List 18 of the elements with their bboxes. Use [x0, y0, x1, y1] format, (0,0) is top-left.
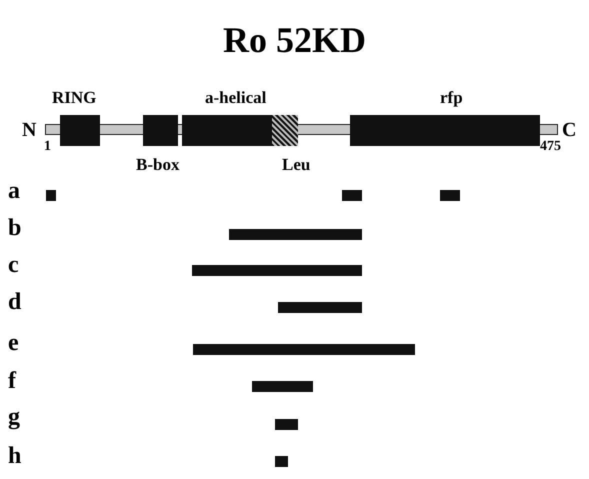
row-label: e — [8, 331, 19, 355]
row-label: d — [8, 290, 22, 314]
domain-label: a-helical — [205, 89, 266, 106]
row-label: g — [8, 405, 20, 429]
row-label: h — [8, 444, 22, 468]
row-label: f — [8, 369, 16, 393]
domain-label: Leu — [282, 156, 310, 173]
terminus-label: N — [22, 120, 36, 140]
domain-label: rfp — [440, 89, 463, 106]
row-label: c — [8, 253, 19, 277]
domain-label: RING — [52, 89, 96, 106]
domain-label: B-box — [136, 156, 180, 173]
terminus-label: C — [562, 120, 576, 140]
residue-number: 475 — [540, 140, 561, 154]
row-label: a — [8, 179, 20, 203]
title: Ro 52KD — [222, 22, 367, 58]
residue-number: 1 — [44, 140, 51, 154]
row-label: b — [8, 216, 22, 240]
